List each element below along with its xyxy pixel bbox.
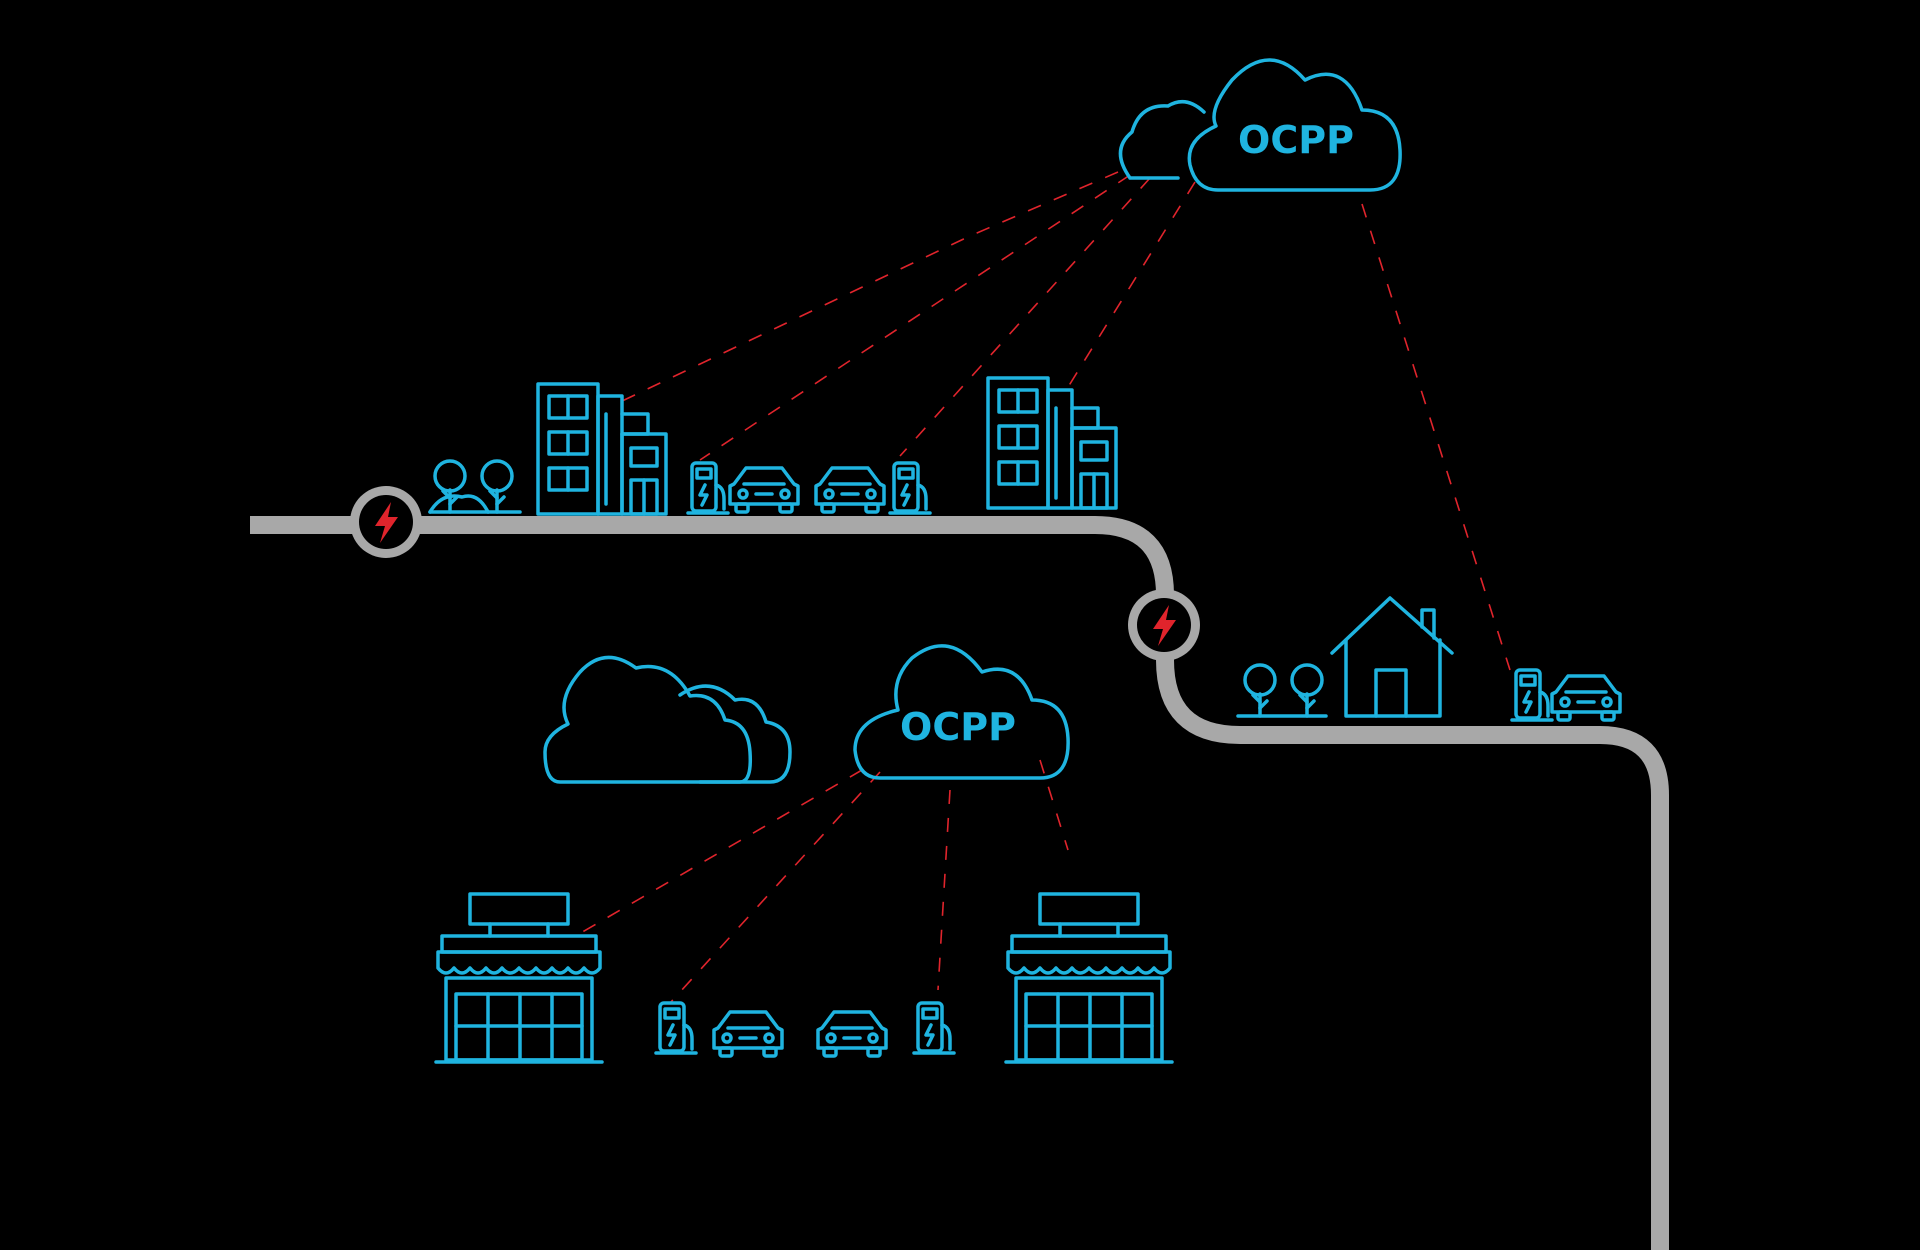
power-node-icon — [1128, 589, 1200, 661]
ocpp-cloud-bottom: OCPP — [853, 644, 1070, 780]
car-icon — [816, 1010, 888, 1058]
car-icon — [814, 466, 886, 514]
car-icon — [712, 1010, 784, 1058]
power-road — [250, 516, 1669, 1250]
power-node-icon — [350, 486, 422, 558]
ocpp-label: OCPP — [900, 705, 1016, 749]
trees-icon — [1236, 663, 1328, 718]
ocpp-cloud-top: OCPP — [1118, 58, 1402, 192]
charging-station-icon — [686, 461, 730, 515]
charging-station-icon — [654, 1001, 698, 1055]
storefront-icon — [434, 892, 604, 1064]
cloud-icon — [543, 655, 792, 784]
charging-station-icon — [912, 1001, 956, 1055]
car-icon — [728, 466, 800, 514]
ocpp-connection-lines — [571, 171, 1511, 1004]
storefront-icon — [1004, 892, 1174, 1064]
charging-station-icon — [1510, 668, 1554, 722]
car-icon — [1550, 674, 1622, 722]
apartment-building-icon — [536, 382, 668, 516]
apartment-building-icon — [986, 376, 1118, 510]
ocpp-label: OCPP — [1238, 118, 1354, 162]
house-icon — [1330, 596, 1454, 718]
charging-station-icon — [888, 461, 932, 515]
trees-icon — [428, 459, 522, 514]
